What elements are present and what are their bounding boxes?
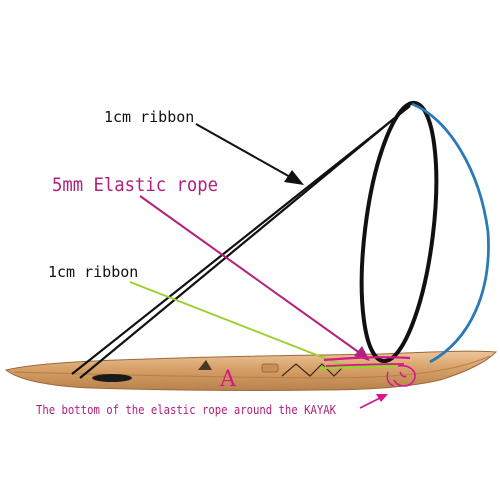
- label-mid-ribbon: 1cm ribbon: [48, 263, 138, 281]
- label-elastic-rope: 5mm Elastic rope: [52, 174, 218, 196]
- black-hoop: [359, 100, 439, 364]
- top-ribbon-line-lower: [79, 111, 403, 379]
- elastic-rope-on-deck: [323, 356, 416, 387]
- kayak-cockpit: [92, 374, 132, 382]
- label-top-ribbon: 1cm ribbon: [104, 108, 194, 126]
- top-ribbon: [71, 105, 411, 379]
- elastic-deck-strand-lower: [325, 363, 405, 367]
- kayak: [4, 350, 498, 391]
- kayak-hull: [4, 350, 498, 391]
- kayak-deck-line: [13, 355, 491, 379]
- elastic-loop-hook: [386, 371, 395, 387]
- blue-arc: [411, 102, 490, 364]
- green-ribbon-deck: [319, 364, 399, 370]
- green-ribbon: [129, 281, 351, 369]
- kayak-seat: [198, 360, 212, 370]
- elastic-loop-inner: [399, 371, 407, 378]
- elastic-loop: [393, 364, 416, 387]
- kayak-hatch: [261, 363, 279, 373]
- top-ribbon-arrowhead: [284, 170, 304, 185]
- elastic-deck-strand: [323, 356, 411, 362]
- bottom-note-pointer-line: [359, 397, 381, 409]
- bottom-note-arrowhead: [376, 394, 388, 402]
- label-point-a: A: [219, 367, 237, 392]
- label-bottom-note: The bottom of the elastic rope around th…: [36, 403, 337, 417]
- elastic-pointer-line: [139, 195, 365, 357]
- kayak-deck-lines-zigzag: [281, 363, 345, 377]
- top-ribbon-pointer-line: [195, 123, 293, 179]
